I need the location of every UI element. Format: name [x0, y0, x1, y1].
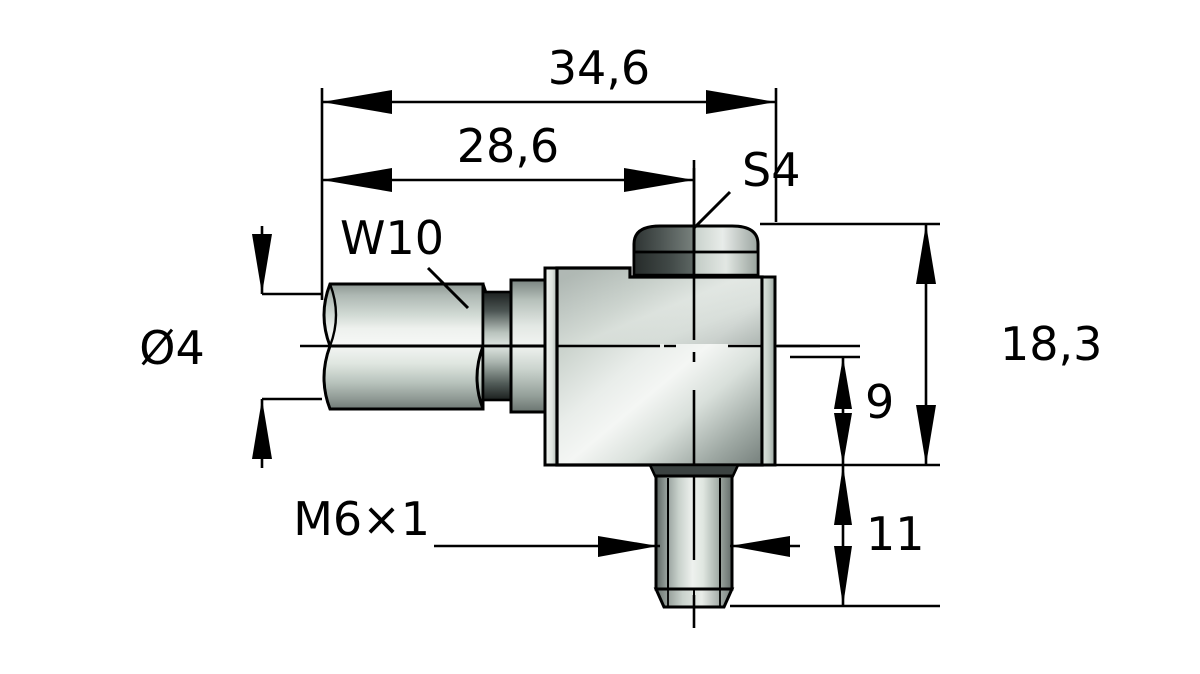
total-height-dimension: 18,3 [760, 222, 1102, 467]
lower-height-label: 11 [866, 507, 925, 561]
tube-diameter-dimension: Ø4 [139, 226, 322, 468]
thread-spec-label: M6×1 [293, 492, 430, 546]
tube-diameter-label: Ø4 [139, 321, 204, 375]
wrench-flat-nut [509, 278, 547, 414]
overall-length-dimension: 34,6 [320, 41, 778, 300]
body-left-flange [543, 266, 559, 467]
wrench-size-callout: W10 [340, 211, 470, 310]
tube-cylinder [322, 282, 491, 411]
upper-height-dimension: 9 [775, 344, 894, 465]
lower-height-dimension: 11 [730, 465, 940, 608]
socket-size-callout: S4 [692, 143, 800, 230]
centerlines [300, 160, 820, 628]
wrench-size-label: W10 [340, 211, 444, 265]
partial-length-dimension: 28,6 [322, 119, 696, 232]
thread-spec-callout: M6×1 [293, 492, 800, 557]
upper-height-label: 9 [865, 375, 894, 429]
elbow-body [555, 266, 777, 467]
total-height-label: 18,3 [1000, 317, 1102, 371]
socket-size-label: S4 [742, 143, 800, 197]
threaded-stud [647, 463, 741, 609]
overall-length-label: 34,6 [548, 41, 650, 95]
partial-length-label: 28,6 [457, 119, 559, 173]
hex-socket-cap [632, 224, 760, 277]
